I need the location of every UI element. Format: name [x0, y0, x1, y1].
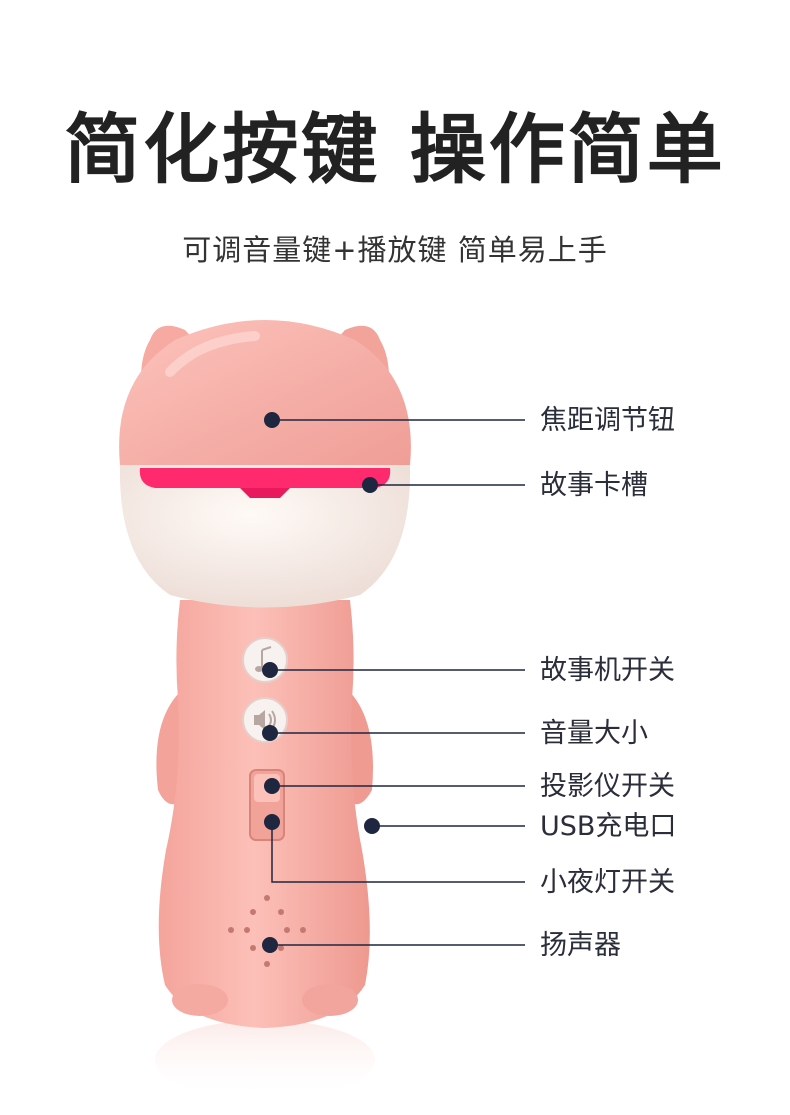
story-card-slot: [139, 468, 391, 498]
marker-volume: [262, 725, 278, 741]
callout-label-usb-port: USB充电口: [540, 811, 677, 842]
callout-markers: [262, 412, 380, 953]
speaker-grille: [228, 895, 306, 967]
marker-night-light: [264, 814, 280, 830]
callout-lines: [270, 419, 525, 946]
callout-label-night-light: 小夜灯开关: [540, 867, 675, 898]
music-note-icon: [255, 646, 272, 672]
speaker-volume-icon: [254, 710, 276, 730]
marker-focus-knob: [264, 412, 280, 428]
marker-projector-switch: [264, 778, 280, 794]
callout-label-speaker: 扬声器: [540, 930, 621, 961]
callout-label-volume: 音量大小: [540, 718, 648, 749]
callout-label-card-slot: 故事卡槽: [540, 470, 648, 501]
callout-label-story-switch: 故事机开关: [540, 655, 675, 686]
floor-reflection: [155, 1020, 375, 1100]
callout-label-projector-switch: 投影仪开关: [540, 771, 675, 802]
marker-story-switch: [262, 662, 278, 678]
page-subtitle: 可调音量键+播放键 简单易上手: [182, 233, 608, 267]
projector-globe: [119, 465, 411, 608]
callout-label-focus-knob: 焦距调节钮: [540, 405, 675, 436]
marker-card-slot: [362, 477, 378, 493]
marker-speaker: [262, 937, 278, 953]
marker-usb-port: [364, 818, 380, 834]
page-title: 简化按键 操作简单: [64, 105, 726, 194]
device-head: [119, 320, 411, 465]
